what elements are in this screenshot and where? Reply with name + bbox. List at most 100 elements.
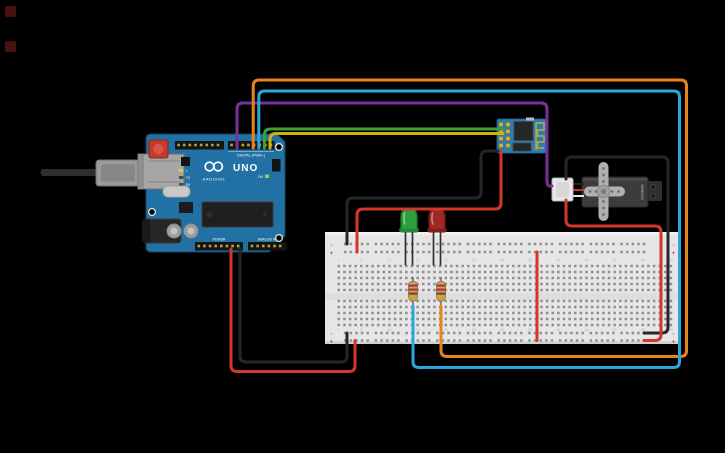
breadboard-hole[interactable] [557,288,560,292]
breadboard-hole[interactable] [388,317,391,321]
breadboard-hole[interactable] [557,270,560,274]
breadboard-hole[interactable] [365,288,369,292]
breadboard-hole[interactable] [647,311,650,315]
breadboard-hole[interactable] [500,264,504,268]
breadboard-hole[interactable] [528,276,532,280]
breadboard-hole[interactable] [483,317,487,321]
breadboard-hole[interactable] [360,288,363,292]
breadboard-hole[interactable] [391,242,395,246]
esp-pin-pad[interactable] [498,143,504,148]
breadboard-hole[interactable] [540,276,543,280]
breadboard-hole[interactable] [382,276,386,280]
breadboard-hole[interactable] [590,276,594,280]
breadboard-hole[interactable] [551,317,554,321]
breadboard-hole[interactable] [438,276,442,280]
breadboard-hole[interactable] [461,270,464,274]
breadboard-hole[interactable] [606,339,610,342]
breadboard-hole[interactable] [450,305,453,309]
breadboard-hole[interactable] [376,311,380,315]
breadboard-hole[interactable] [562,311,566,315]
breadboard-hole[interactable] [517,317,521,321]
header-pin[interactable] [188,143,192,147]
breadboard-hole[interactable] [388,323,391,327]
breadboard-hole[interactable] [388,276,391,280]
breadboard-hole[interactable] [433,299,436,303]
breadboard-hole[interactable] [416,242,420,246]
breadboard-hole[interactable] [382,270,386,274]
breadboard-hole[interactable] [523,323,526,327]
wire-d3-red-led[interactable] [251,78,688,358]
breadboard-hole[interactable] [433,276,436,280]
breadboard-hole[interactable] [416,323,419,327]
breadboard-hole[interactable] [581,331,584,335]
breadboard-hole[interactable] [630,305,633,309]
breadboard-hole[interactable] [422,331,425,335]
breadboard-hole[interactable] [619,270,622,274]
breadboard-hole[interactable] [500,311,504,315]
breadboard-hole[interactable] [455,270,459,274]
breadboard-hole[interactable] [664,264,667,268]
breadboard-hole[interactable] [619,282,622,286]
breadboard-hole[interactable] [399,311,402,315]
breadboard-hole[interactable] [512,317,515,321]
breadboard-hole[interactable] [495,270,498,274]
breadboard-hole[interactable] [602,311,605,315]
breadboard-hole[interactable] [574,311,577,315]
breadboard-hole[interactable] [613,311,616,315]
breadboard-hole[interactable] [405,331,408,335]
header-pin[interactable] [273,244,276,248]
breadboard-hole[interactable] [528,270,532,274]
breadboard-hole[interactable] [506,264,509,268]
breadboard-hole[interactable] [376,288,380,292]
breadboard-hole[interactable] [551,323,554,327]
breadboard-hole[interactable] [478,288,481,292]
wire-d2-green-led[interactable] [257,89,681,369]
breadboard-hole[interactable] [467,299,470,303]
breadboard-hole[interactable] [503,250,506,254]
breadboard-hole[interactable] [427,264,431,268]
breadboard-hole[interactable] [539,331,542,335]
breadboard-hole[interactable] [540,288,543,292]
breadboard-hole[interactable] [539,242,542,246]
breadboard-hole[interactable] [461,305,464,309]
breadboard-hole[interactable] [393,299,397,303]
breadboard-hole[interactable] [508,242,512,246]
breadboard-hole[interactable] [495,288,498,292]
breadboard-hole[interactable] [575,242,579,246]
breadboard-hole[interactable] [562,323,566,327]
breadboard-hole[interactable] [500,276,504,280]
breadboard-hole[interactable] [436,250,439,254]
breadboard-hole[interactable] [467,317,470,321]
analog-header[interactable] [248,242,287,251]
breadboard-hole[interactable] [517,323,521,327]
breadboard-hole[interactable] [506,270,509,274]
breadboard-hole[interactable] [385,339,389,342]
breadboard-hole[interactable] [568,276,571,280]
breadboard-hole[interactable] [478,299,481,303]
breadboard-hole[interactable] [478,276,481,280]
breadboard-hole[interactable] [520,250,523,254]
breadboard-hole[interactable] [551,264,554,268]
breadboard-hole[interactable] [558,331,562,335]
breadboard-hole[interactable] [489,282,493,286]
breadboard-hole[interactable] [360,323,363,327]
breadboard-hole[interactable] [550,250,554,254]
breadboard-hole[interactable] [619,311,622,315]
breadboard-hole[interactable] [590,317,594,321]
header-pin[interactable] [241,143,245,147]
header-pin[interactable] [208,244,212,248]
breadboard-hole[interactable] [467,282,470,286]
breadboard-hole[interactable] [365,270,369,274]
breadboard-hole[interactable] [348,323,352,327]
breadboard-hole[interactable] [376,317,380,321]
breadboard-hole[interactable] [624,270,628,274]
breadboard-hole[interactable] [551,276,554,280]
wire-arduino-5v-red[interactable] [229,247,357,373]
header-pin[interactable] [182,143,186,147]
breadboard-hole[interactable] [343,317,346,321]
breadboard-hole[interactable] [558,250,562,254]
breadboard-hole[interactable] [360,339,364,342]
breadboard-hole[interactable] [447,339,450,342]
breadboard-hole[interactable] [595,331,598,335]
breadboard-hole[interactable] [624,299,628,303]
